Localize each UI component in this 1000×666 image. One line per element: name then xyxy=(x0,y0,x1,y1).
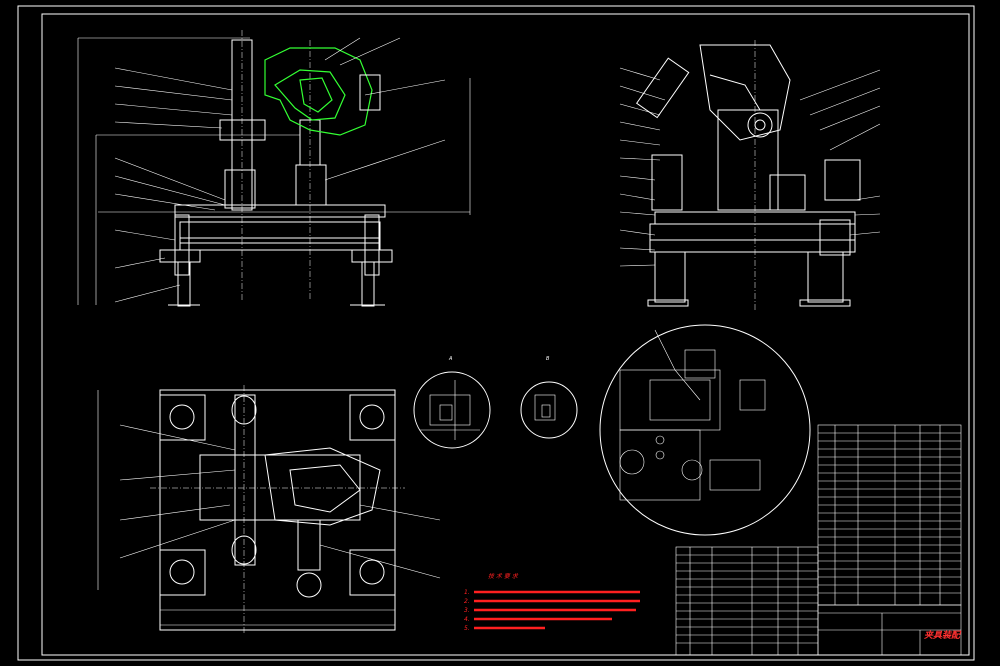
section-label-b: B xyxy=(546,356,550,362)
drawing-title: 夹具装配 xyxy=(924,630,962,641)
tech-requirement-line-2: 2. xyxy=(464,598,470,605)
front-view xyxy=(77,30,471,307)
tech-requirement-line-5: 5. xyxy=(464,625,470,632)
detail-view-a xyxy=(413,371,491,449)
sheet-inner-border xyxy=(41,13,970,656)
tech-requirement-line-1: 1. xyxy=(464,589,470,596)
detail-view-large xyxy=(599,324,811,536)
parts-list-lower xyxy=(675,546,819,656)
tech-requirement-line-3: 3. xyxy=(464,607,470,614)
side-view xyxy=(619,40,881,310)
detail-view-b xyxy=(520,381,578,439)
title-block: 夹具装配 xyxy=(817,604,962,656)
sheet-outer-border xyxy=(17,5,975,661)
tech-requirement-line-4: 4. xyxy=(464,616,470,623)
parts-list-upper xyxy=(817,424,962,606)
technical-requirements: 技 术 要 求 1. 2. 3. 4. 5. xyxy=(464,572,640,632)
tech-requirements-title: 技 术 要 求 xyxy=(488,572,519,580)
top-view xyxy=(97,385,441,635)
section-label-a: A xyxy=(448,356,453,362)
